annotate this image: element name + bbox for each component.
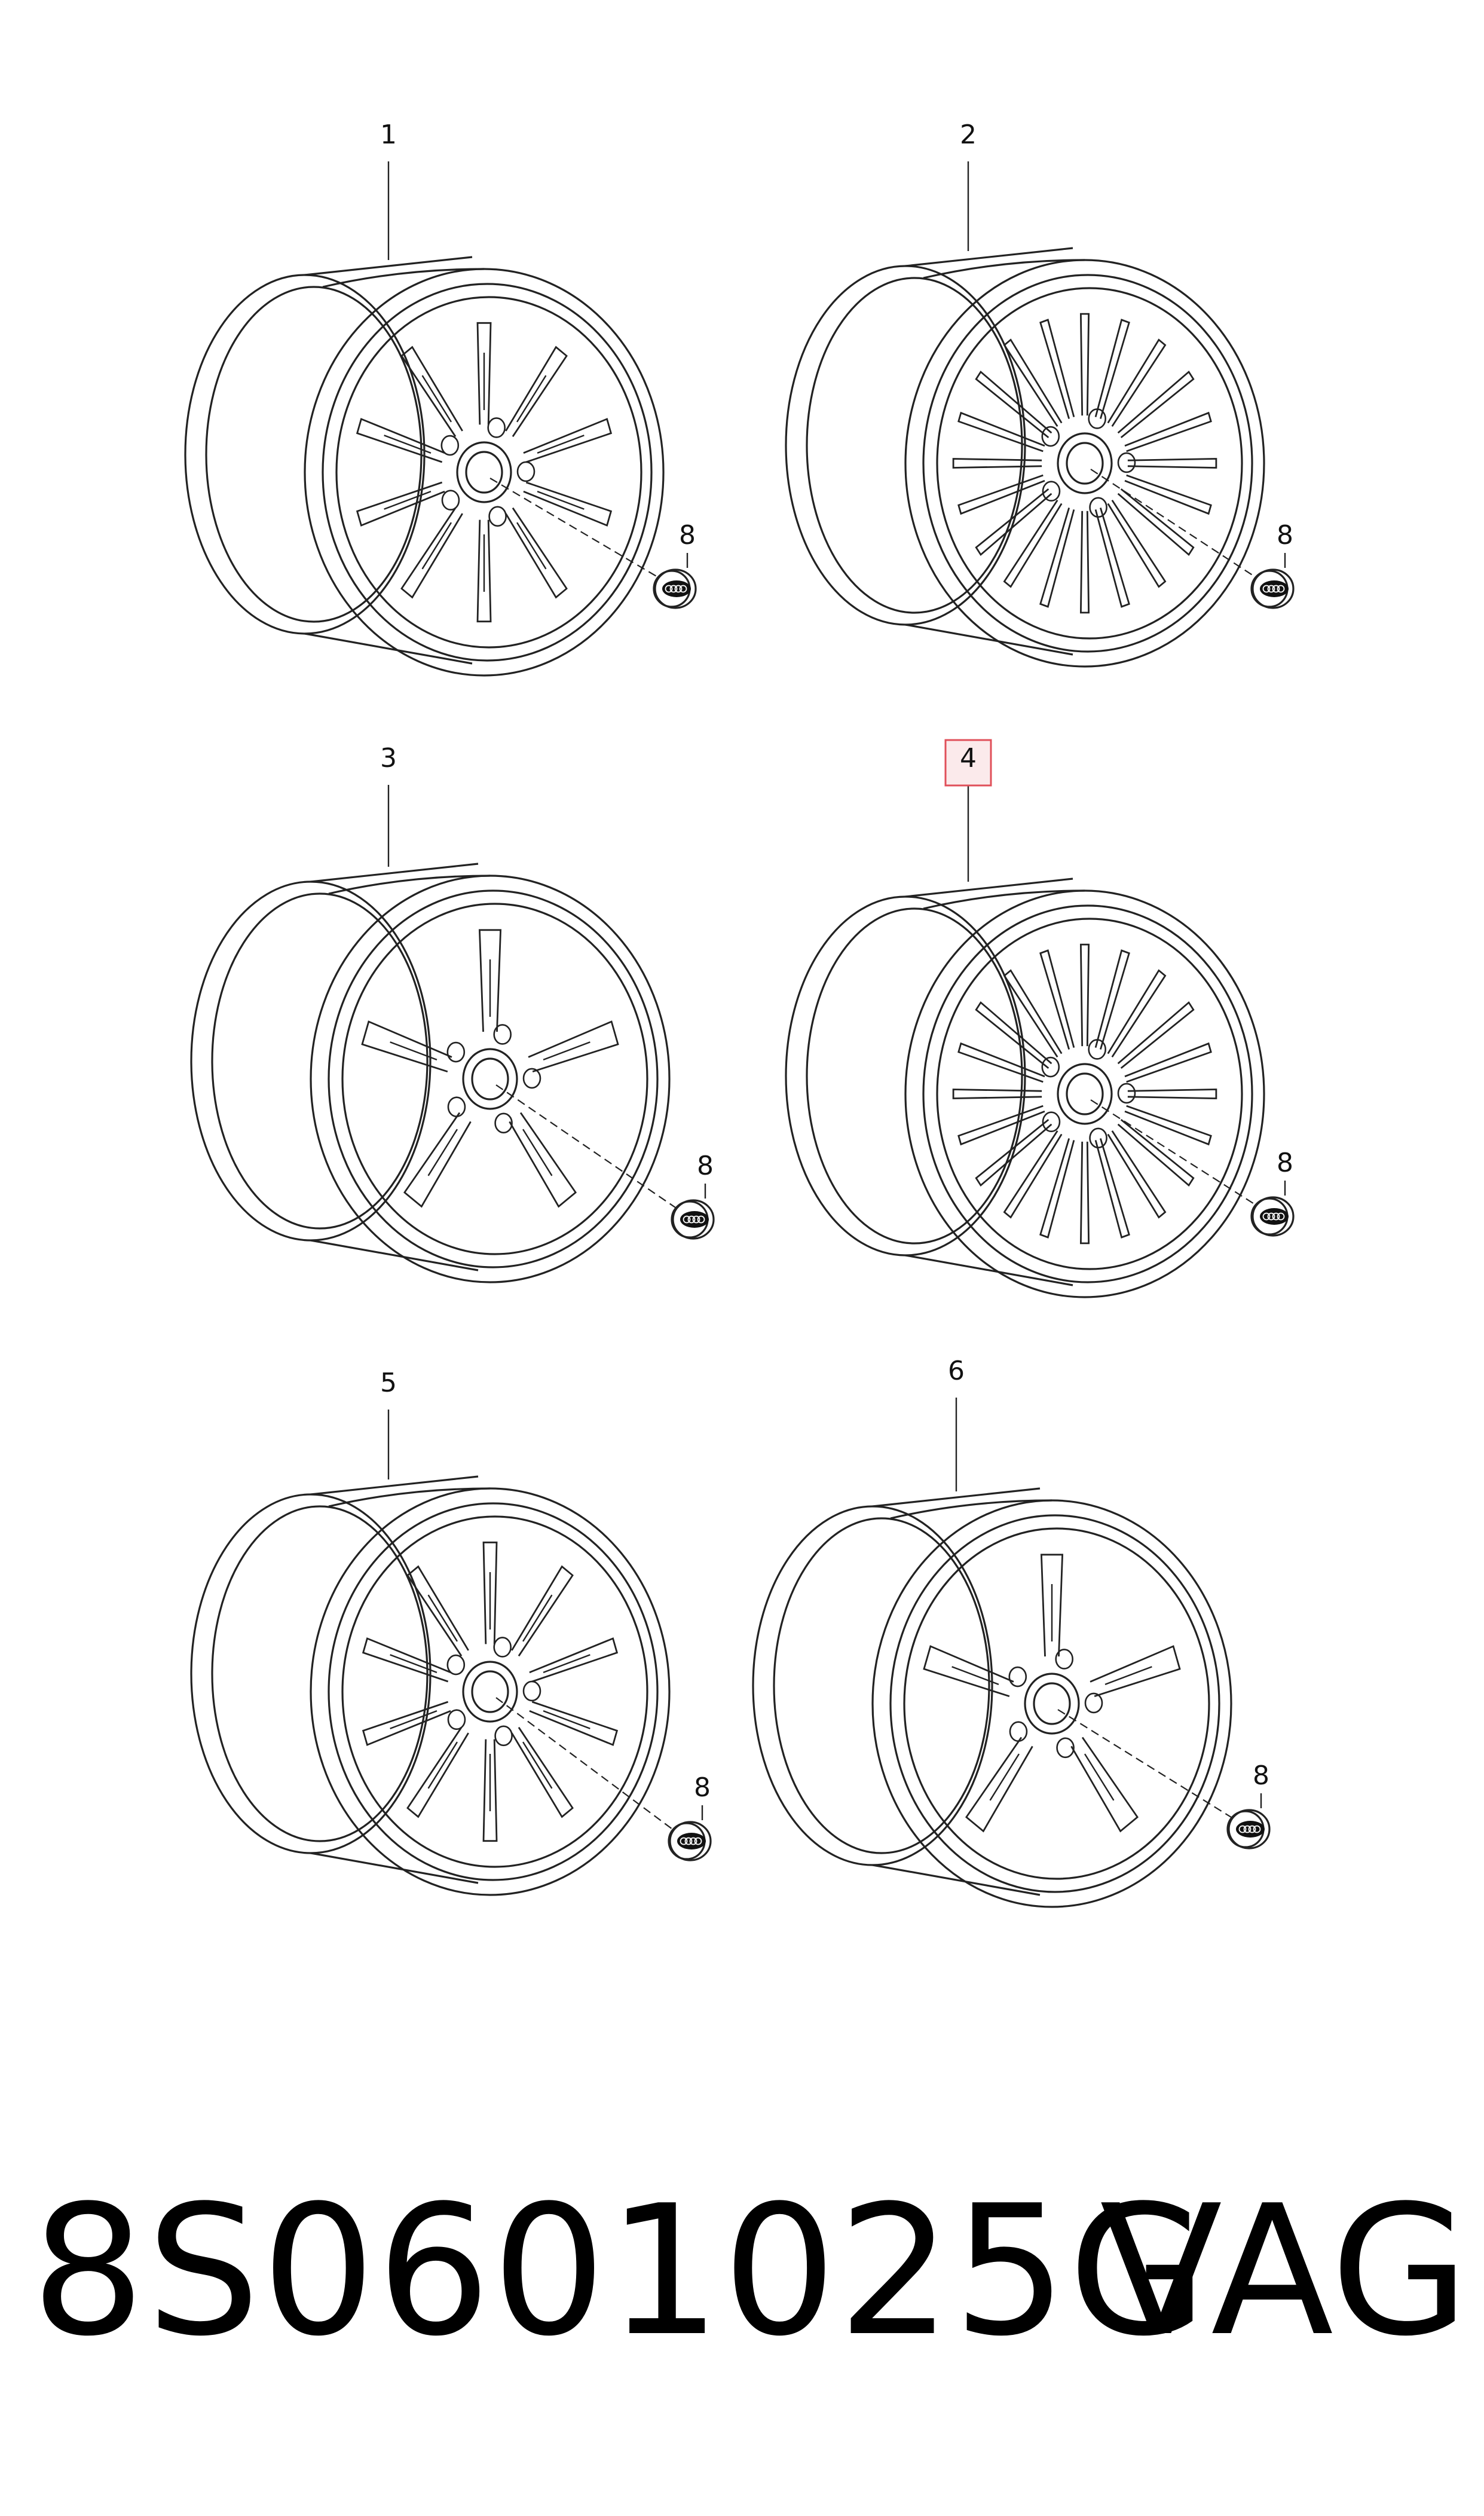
callout-center-cap: 8 [679,520,696,551]
brand-label: VAG [1100,2167,1470,2376]
callout-center-cap: 8 [1253,1760,1269,1791]
callout-wheel-5: 5 [380,1368,397,1398]
callout-center-cap: 8 [694,1772,711,1803]
callout-wheel-6: 6 [948,1356,965,1386]
center-cap-icon [653,568,697,609]
wheel-3-drawing: 38 [190,743,715,1283]
wheel-5-drawing: 58 [190,1368,712,1896]
callout-wheel-1: 1 [380,120,397,150]
wheel-6-drawing: 68 [752,1356,1271,1908]
center-cap-icon [1226,1809,1271,1849]
callout-wheel-2: 2 [960,120,977,150]
callout-center-cap: 8 [1277,520,1293,551]
callout-center-cap: 8 [697,1151,714,1181]
center-cap-icon [668,1821,712,1861]
part-number: 8S0601025G [31,2167,1208,2376]
wheel-4-drawing: 48 [785,739,1295,1298]
callout-wheel-4: 4 [960,743,977,774]
callout-highlight [944,739,992,787]
wheel-1-drawing: 18 [184,120,697,677]
center-cap-icon [1250,1196,1295,1237]
callout-wheel-3: 3 [380,743,397,774]
center-cap-icon [1250,568,1295,609]
callout-center-cap: 8 [1277,1148,1293,1178]
wheel-2-drawing: 28 [785,120,1295,668]
center-cap-icon [671,1199,715,1240]
